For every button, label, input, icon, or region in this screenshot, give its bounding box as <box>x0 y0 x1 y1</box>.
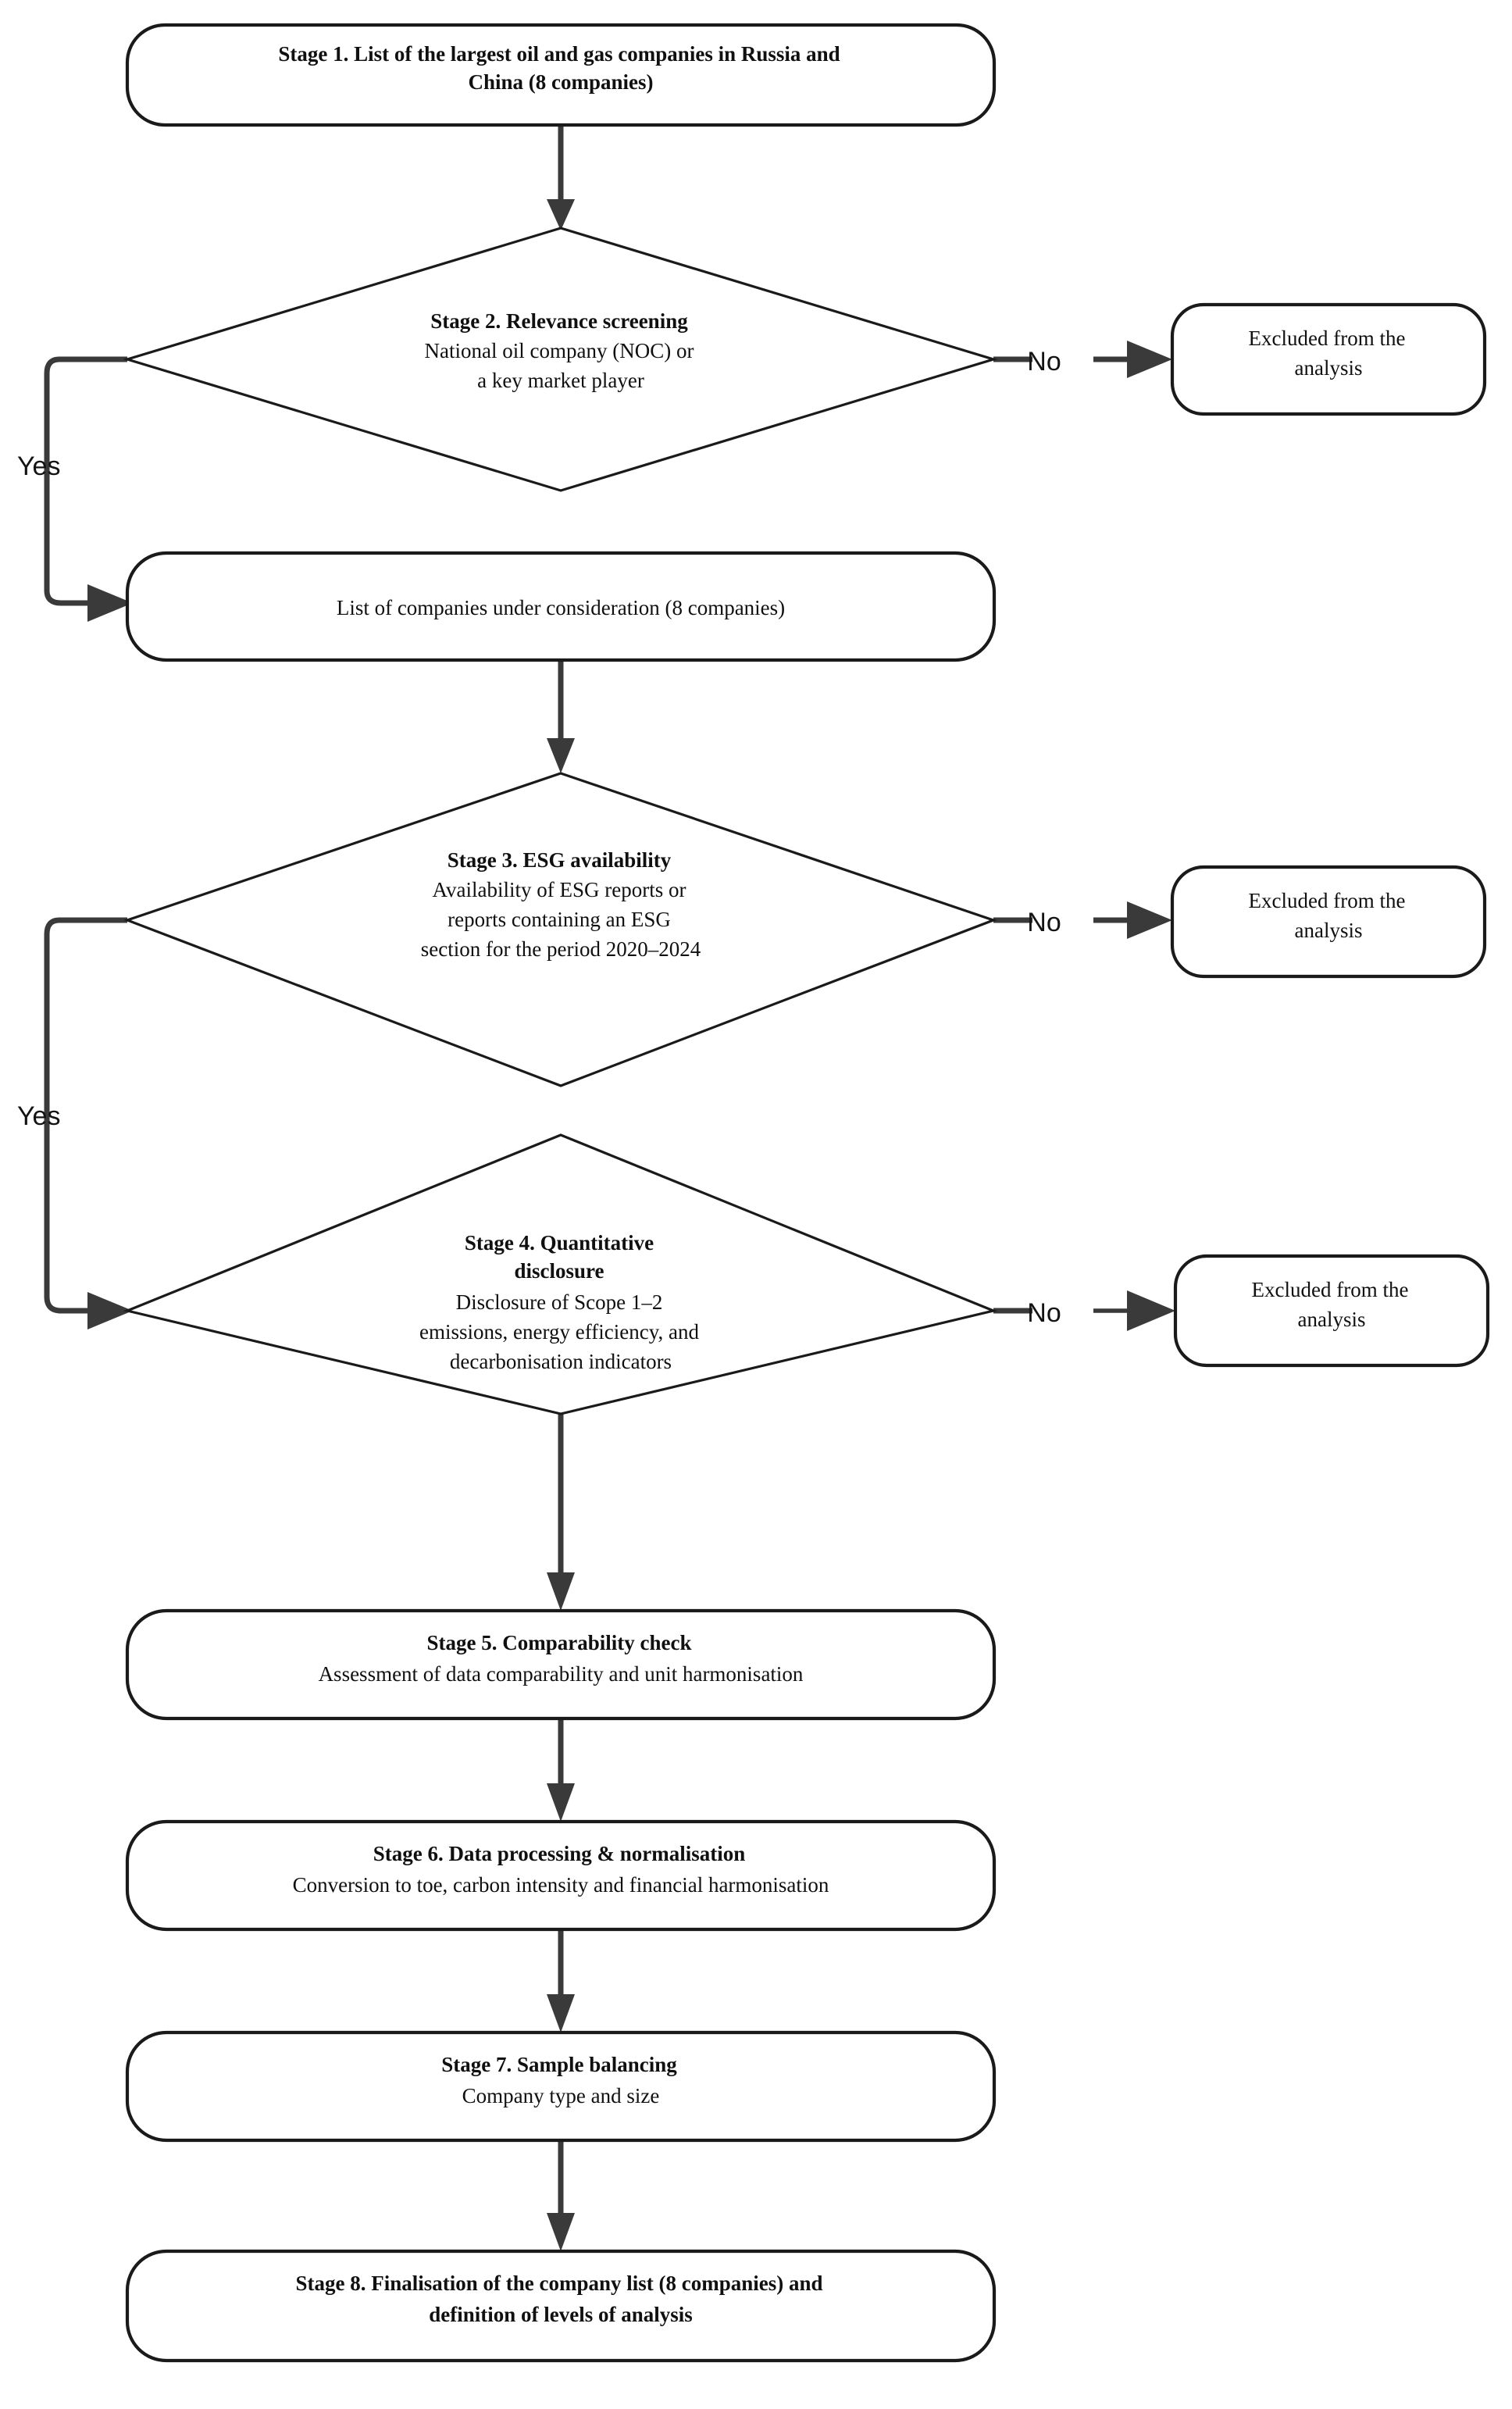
node-stage4[interactable]: Stage 4. Quantitative disclosure Disclos… <box>123 1133 998 1415</box>
stage7-text: Stage 7. Sample balancing Company type a… <box>441 2053 680 2107</box>
shortlist-text: List of companies under consideration (8… <box>337 596 785 619</box>
node-excluded-2[interactable]: Excluded from the analysis <box>1170 865 1487 979</box>
stage1-shape <box>125 23 997 127</box>
connector-stage7-to-stage8 <box>547 2140 575 2251</box>
stage4-text: Stage 4. Quantitative disclosure Disclos… <box>419 1231 702 1373</box>
stage6-shape <box>125 1819 997 1932</box>
excluded1-shape <box>1170 302 1487 416</box>
node-stage7[interactable]: Stage 7. Sample balancing Company type a… <box>125 2030 997 2143</box>
node-stage2[interactable]: Stage 2. Relevance screening National oi… <box>123 227 998 492</box>
node-excluded-1[interactable]: Excluded from the analysis <box>1170 302 1487 416</box>
excluded2-text: Excluded from the analysis <box>1249 889 1409 942</box>
stage1-text: Stage 1. List of the largest oil and gas… <box>278 42 843 94</box>
stage8-shape <box>125 2249 997 2363</box>
stage7-shape <box>125 2030 997 2143</box>
stage5-shape <box>125 1608 997 1721</box>
node-shortlist[interactable]: List of companies under consideration (8… <box>125 551 997 662</box>
connector-stage5-to-stage6 <box>547 1718 575 1822</box>
edge-label-no-1: No <box>1027 347 1061 377</box>
shortlist-shape <box>125 551 997 662</box>
node-stage3[interactable]: Stage 3. ESG availability Availability o… <box>123 772 997 1087</box>
excluded1-text: Excluded from the analysis <box>1249 327 1409 380</box>
stage2-text: Stage 2. Relevance screening National oi… <box>425 309 697 392</box>
connector-stage6-to-stage7 <box>547 1929 575 2032</box>
stage8-text: Stage 8. Finalisation of the company lis… <box>295 2272 826 2326</box>
connector-stage3-yes <box>44 917 133 1329</box>
stage3-text: Stage 3. ESG availability Availability o… <box>421 848 701 961</box>
edge-label-no-3: No <box>1027 1298 1061 1328</box>
connector-stage4-no <box>993 1290 1175 1331</box>
connector-shortlist-to-stage3 <box>547 660 575 773</box>
excluded2-shape <box>1170 865 1487 979</box>
node-stage1[interactable]: Stage 1. List of the largest oil and gas… <box>125 23 997 127</box>
stage3-shape <box>123 772 997 1087</box>
connector-stage3-no <box>993 901 1172 939</box>
edge-label-yes-1: Yes <box>17 451 60 481</box>
node-stage5[interactable]: Stage 5. Comparability check Assessment … <box>125 1608 997 1721</box>
excluded3-shape <box>1173 1254 1490 1368</box>
connector-stage2-yes <box>44 356 133 622</box>
stage5-text: Stage 5. Comparability check Assessment … <box>319 1631 804 1686</box>
node-excluded-3[interactable]: Excluded from the analysis <box>1173 1254 1490 1368</box>
stage2-shape <box>123 227 998 492</box>
stage6-text: Stage 6. Data processing & normalisation… <box>293 1842 829 1897</box>
connector-stage4-to-stage5 <box>547 1414 575 1611</box>
excluded3-text: Excluded from the analysis <box>1252 1278 1412 1331</box>
node-stage8[interactable]: Stage 8. Finalisation of the company lis… <box>125 2249 997 2363</box>
edge-label-yes-2: Yes <box>17 1101 60 1131</box>
node-stage6[interactable]: Stage 6. Data processing & normalisation… <box>125 1819 997 1932</box>
stage4-shape <box>123 1133 998 1415</box>
edge-label-no-2: No <box>1027 908 1061 937</box>
connector-stage1-to-stage2 <box>547 125 575 230</box>
connector-stage2-no <box>993 341 1172 378</box>
